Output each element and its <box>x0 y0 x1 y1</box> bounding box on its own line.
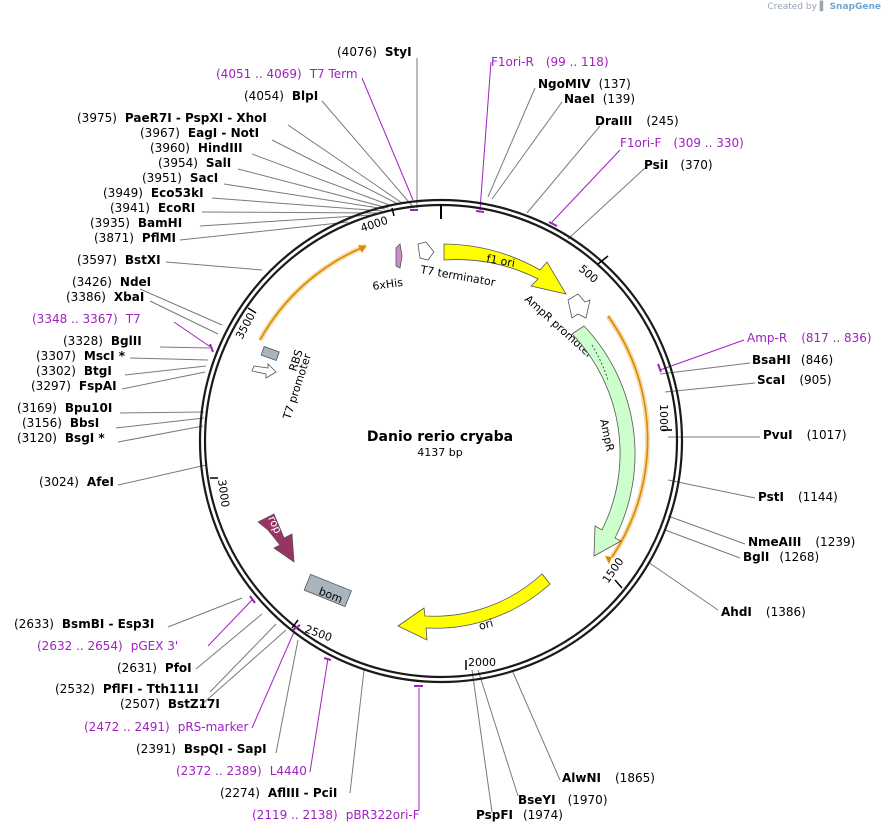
enzyme-bsmbi-esp3i[interactable]: (2633)BsmBI - Esp3I <box>14 617 154 631</box>
watermark-prefix: Created by <box>767 2 817 12</box>
t7-terminator-feature[interactable] <box>417 241 435 261</box>
position-ticks <box>210 207 672 670</box>
t7-promoter-feature[interactable] <box>251 363 277 379</box>
label-leader-lines <box>115 58 760 813</box>
f1-ori-label: f1 ori <box>485 252 516 270</box>
primer-amp-r[interactable]: Amp-R(817 .. 836) <box>747 331 872 345</box>
orf-arc-left <box>259 245 367 341</box>
ori-label: ori <box>477 616 494 632</box>
ampr-feature[interactable] <box>571 325 636 557</box>
enzyme-pfoi[interactable]: (2631)PfoI <box>117 661 192 675</box>
tick-label-500: 500 <box>576 262 600 285</box>
rbs-label: RBS <box>286 348 305 373</box>
rop-feature[interactable] <box>257 513 295 563</box>
enzyme-hindiii[interactable]: (3960)HindIII <box>150 141 243 155</box>
snapgene-logo-icon: ▌ <box>819 2 827 12</box>
enzyme-nmeaiii[interactable]: NmeAIII(1239) <box>748 535 855 549</box>
plasmid-name: Danio rerio cryaba <box>367 429 513 445</box>
enzyme-ahdi[interactable]: AhdI(1386) <box>721 605 806 619</box>
enzyme-pspfi[interactable]: PspFI(1974) <box>476 808 563 822</box>
right-labels: F1ori-R(99 .. 118) NgoMIV(137) NaeI(139)… <box>476 55 872 822</box>
enzyme-btgi[interactable]: (3302)BtgI <box>36 364 112 378</box>
primer-t7[interactable]: (3348 .. 3367)T7 <box>32 312 141 326</box>
enzyme-saci[interactable]: (3951)SacI <box>142 171 218 185</box>
ampr-label: AmpR <box>597 418 617 453</box>
enzyme-msci[interactable]: (3307)MscI * <box>36 349 126 363</box>
enzyme-styi[interactable]: (4076)StyI <box>337 45 412 59</box>
f1-ori-feature[interactable] <box>443 243 567 295</box>
tick-label-1000: 1000 <box>657 404 670 432</box>
tick-label-2000: 2000 <box>468 656 496 669</box>
primer-f1ori-f[interactable]: F1ori-F(309 .. 330) <box>620 136 744 150</box>
enzyme-bgli[interactable]: BglI(1268) <box>743 550 819 564</box>
enzyme-xbai[interactable]: (3386)XbaI <box>66 290 144 304</box>
primer-prs-marker[interactable]: (2472 .. 2491)pRS-marker <box>84 720 248 734</box>
enzyme-bseyi[interactable]: BseYI(1970) <box>518 793 608 807</box>
enzyme-ndei[interactable]: (3426)NdeI <box>72 275 151 289</box>
enzyme-bstz17i[interactable]: (2507)BstZ17I <box>120 697 220 711</box>
left-labels: (4076)StyI (4051 .. 4069)T7 Term (4054)B… <box>14 45 420 822</box>
enzyme-pflfi-tth111i[interactable]: (2532)PflFI - Tth111I <box>55 682 199 696</box>
orf-arc-left-glow <box>257 243 367 342</box>
enzyme-psti[interactable]: PstI(1144) <box>758 490 838 504</box>
enzyme-sali[interactable]: (3954)SalI <box>158 156 231 170</box>
enzyme-paer7i-pspxi-xhoi[interactable]: (3975)PaeR7I - PspXI - XhoI <box>77 111 267 125</box>
enzyme-psii[interactable]: PsiI(370) <box>644 158 713 172</box>
tick-label-3000: 3000 <box>215 479 232 509</box>
primer-pgex-3[interactable]: (2632 .. 2654)pGEX 3' <box>37 639 178 653</box>
watermark-brand: SnapGene <box>829 2 881 12</box>
enzyme-fspai[interactable]: (3297)FspAI <box>31 379 117 393</box>
his-tag-feature[interactable] <box>395 243 403 269</box>
orf-arc-right <box>607 315 649 558</box>
bom-feature[interactable] <box>303 573 352 608</box>
ori-feature[interactable] <box>397 573 551 641</box>
plasmid-backbone-outer <box>198 198 684 684</box>
enzyme-bspqi-sapi[interactable]: (2391)BspQI - SapI <box>136 742 267 756</box>
orf-arrowhead-left <box>358 245 366 253</box>
enzyme-pflmi[interactable]: (3871)PflMI <box>94 231 176 245</box>
primer-t7-term[interactable]: (4051 .. 4069)T7 Term <box>216 67 358 81</box>
primer-site-marks <box>209 209 662 687</box>
enzyme-ecori[interactable]: (3941)EcoRI <box>110 201 195 215</box>
plasmid-length: 4137 bp <box>417 446 462 459</box>
orf-arrowhead-right <box>605 556 612 564</box>
enzyme-bglii[interactable]: (3328)BglII <box>63 334 142 348</box>
ampr-internal-marker <box>591 344 609 381</box>
enzyme-bbsi[interactable]: (3156)BbsI <box>22 416 99 430</box>
t7-terminator-label: T7 terminator <box>418 263 496 289</box>
his-tag-label: 6xHis <box>372 276 404 293</box>
enzyme-bsgi[interactable]: (3120)BsgI * <box>17 431 105 445</box>
tick-label-3500: 3500 <box>233 311 258 342</box>
enzyme-bstxi[interactable]: (3597)BstXI <box>77 253 161 267</box>
primer-f1ori-r[interactable]: F1ori-R(99 .. 118) <box>491 55 609 69</box>
enzyme-alwni[interactable]: AlwNI(1865) <box>562 771 655 785</box>
enzyme-pvui[interactable]: PvuI(1017) <box>763 428 847 442</box>
rbs-feature[interactable] <box>260 346 280 362</box>
enzyme-scai[interactable]: ScaI(905) <box>757 373 832 387</box>
ampr-promoter-feature[interactable] <box>567 293 591 319</box>
enzyme-afliii-pcii[interactable]: (2274)AflIII - PciI <box>220 786 337 800</box>
enzyme-bamhi[interactable]: (3935)BamHI <box>90 216 182 230</box>
enzyme-naei[interactable]: NaeI(139) <box>564 92 635 106</box>
enzyme-ngomiv[interactable]: NgoMIV(137) <box>538 77 631 91</box>
enzyme-afei[interactable]: (3024)AfeI <box>39 475 114 489</box>
primer-l4440[interactable]: (2372 .. 2389)L4440 <box>176 764 307 778</box>
enzyme-blpi[interactable]: (4054)BlpI <box>244 89 318 103</box>
primer-leader-lines <box>173 61 745 810</box>
tick-label-1500: 1500 <box>600 555 627 585</box>
enzyme-eco53ki[interactable]: (3949)Eco53kI <box>103 186 204 200</box>
enzyme-eagi-noti[interactable]: (3967)EagI - NotI <box>140 126 259 140</box>
enzyme-bsahi[interactable]: BsaHI(846) <box>752 353 833 367</box>
primer-pbr322ori-f[interactable]: (2119 .. 2138)pBR322ori-F <box>252 808 420 822</box>
enzyme-draiii[interactable]: DraIII(245) <box>595 114 679 128</box>
enzyme-bpu10i[interactable]: (3169)Bpu10I <box>17 401 112 415</box>
snapgene-watermark: Created by ▌ SnapGene <box>767 2 881 12</box>
